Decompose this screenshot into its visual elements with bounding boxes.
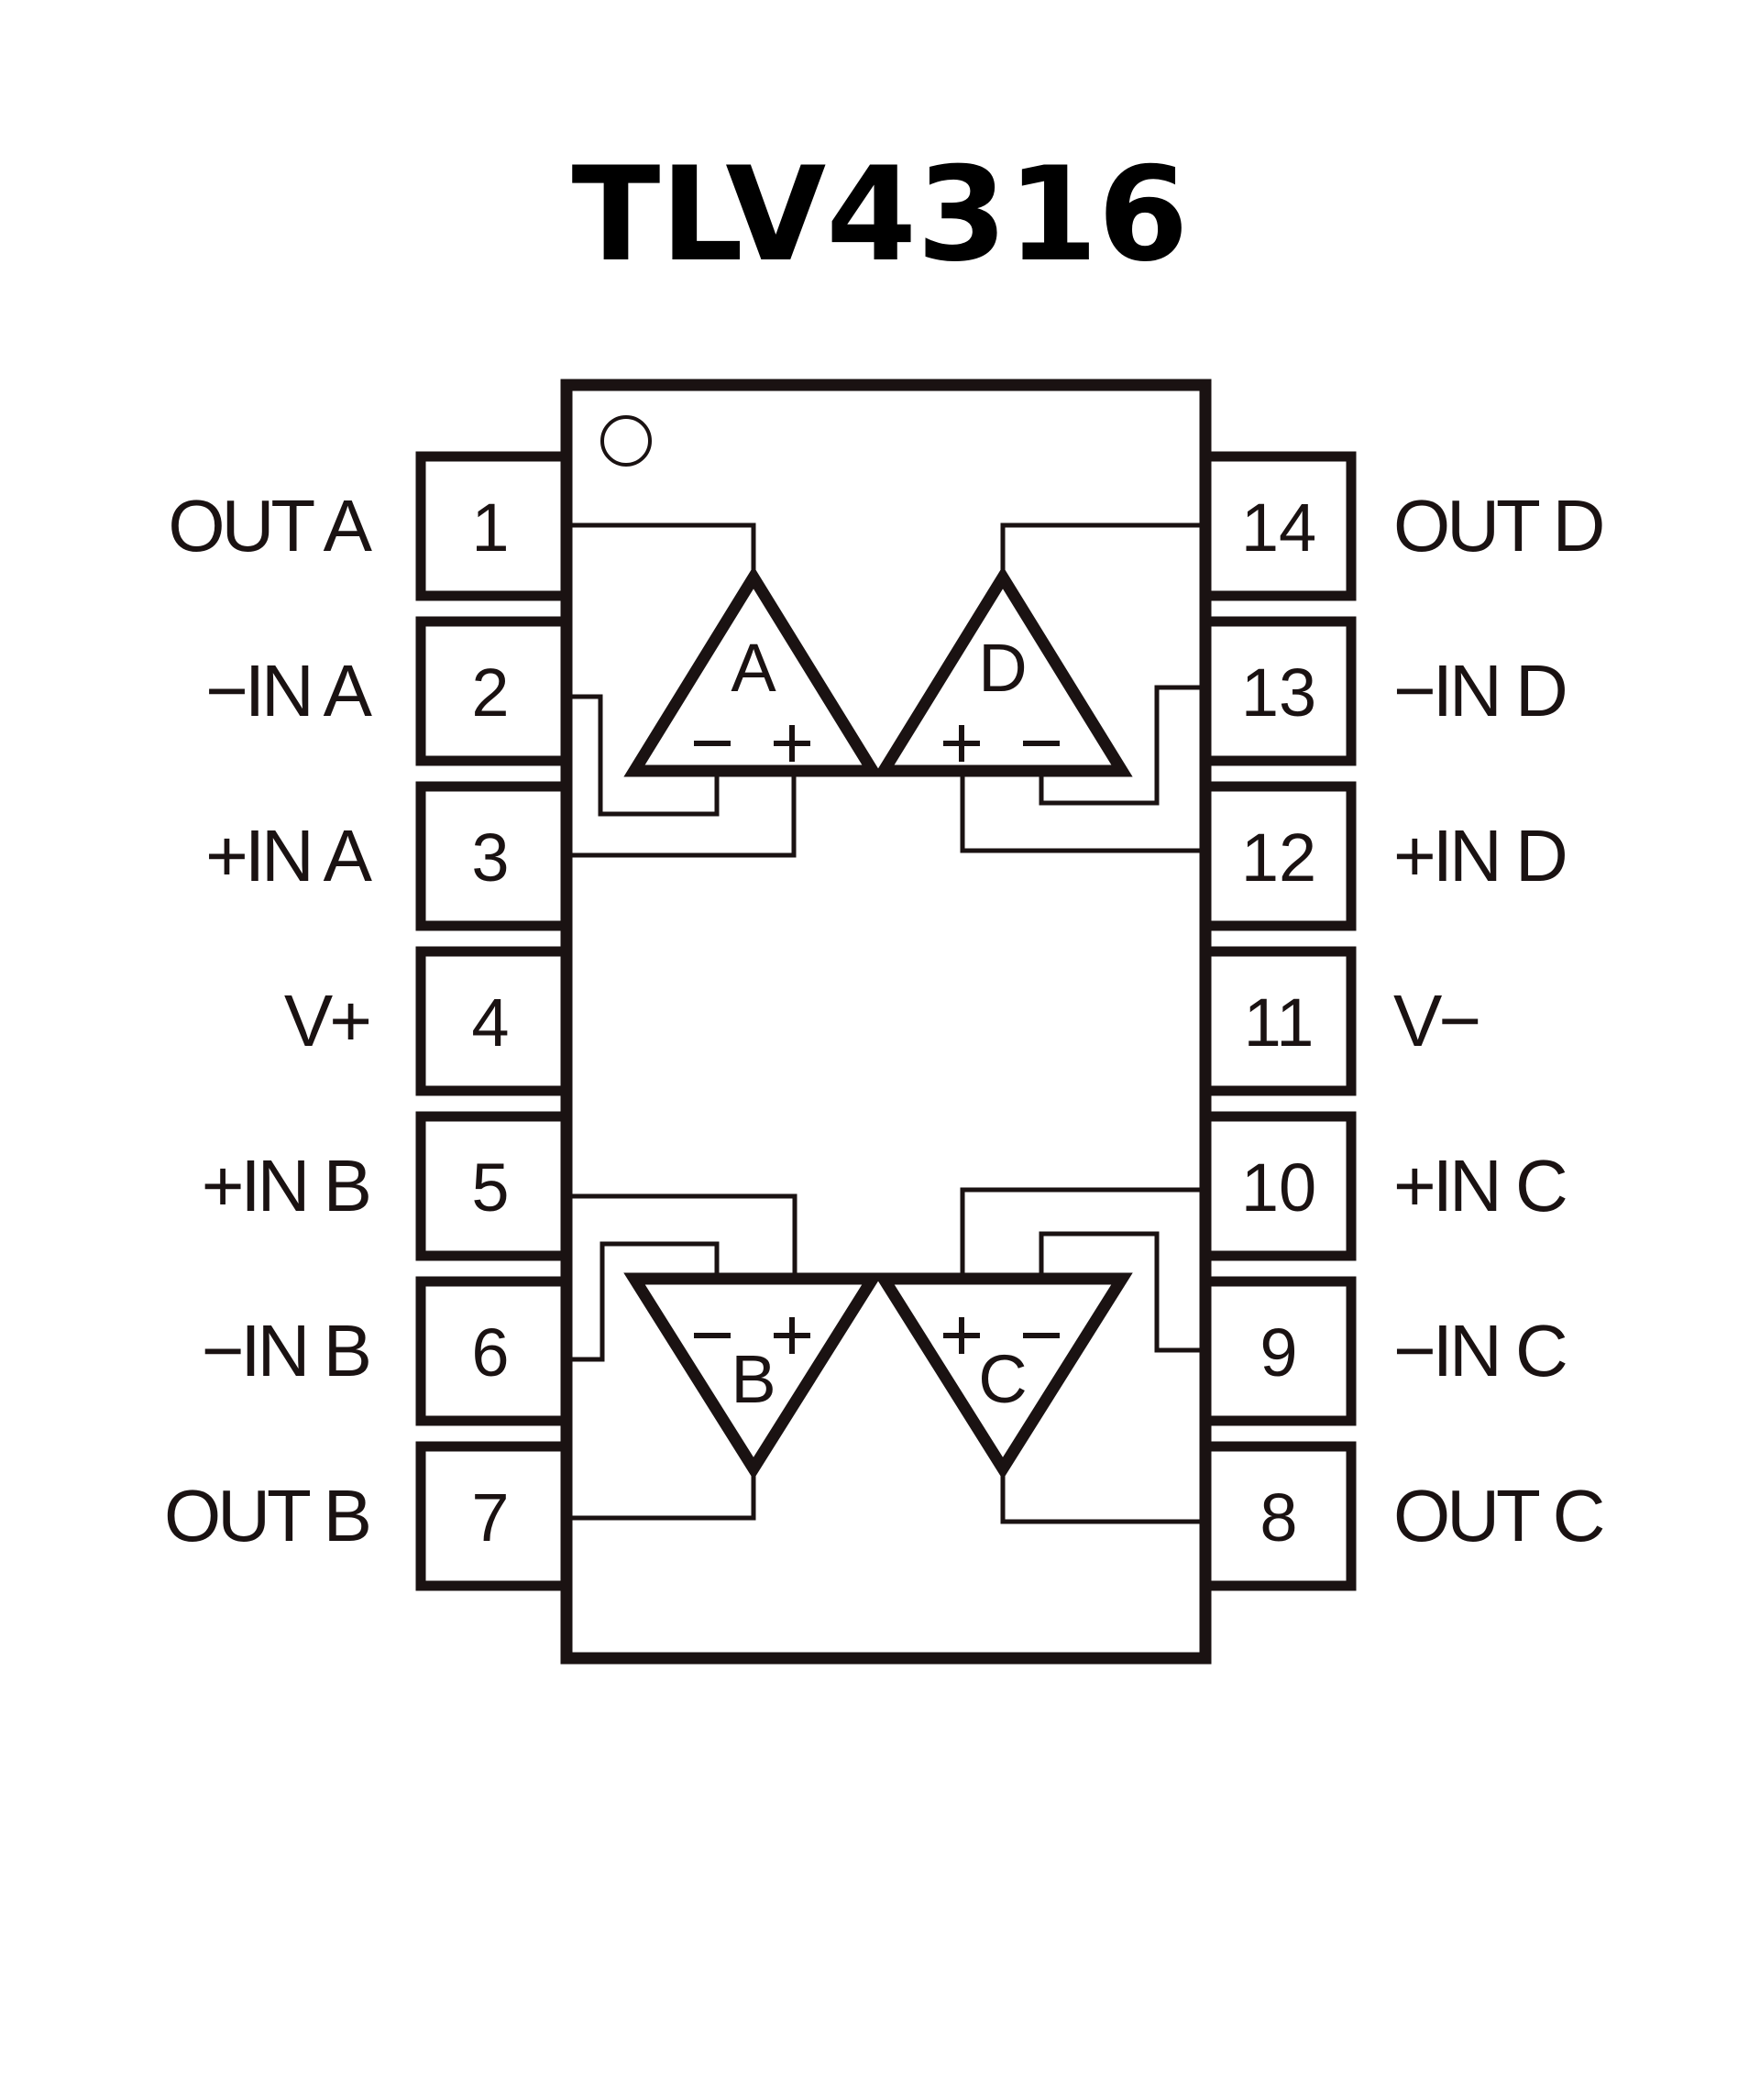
pin-7: 7 OUT B xyxy=(164,1441,581,1591)
pin-box xyxy=(1191,1441,1357,1591)
opamp-triangle-icon xyxy=(873,1272,1133,1480)
pin-number: 14 xyxy=(1241,489,1316,566)
pin-8: 8 OUT C xyxy=(1191,1441,1607,1591)
pin-4: 4 V+ xyxy=(284,946,581,1096)
right-input-plus-icon xyxy=(774,1317,810,1354)
pin-label: OUT A xyxy=(168,485,372,566)
opamp-triangle-icon xyxy=(873,566,1133,777)
pin-number: 9 xyxy=(1260,1314,1297,1391)
internal-wiring xyxy=(569,522,1203,1524)
pin-13: 13 −IN D xyxy=(1191,616,1568,766)
pin-number: 7 xyxy=(471,1479,509,1556)
pin-box xyxy=(1191,946,1357,1096)
pin-number: 12 xyxy=(1241,819,1316,896)
pin-label: −IN A xyxy=(205,650,373,731)
wire-in-d-plus xyxy=(960,768,1203,853)
wire-in-c-minus xyxy=(1039,1231,1203,1353)
pin-14: 14 OUT D xyxy=(1191,451,1606,601)
pin-2: 2 −IN A xyxy=(205,616,581,766)
opamp-b: B xyxy=(623,1272,884,1480)
pin-number: 11 xyxy=(1244,984,1314,1061)
chip-title: TLV4316 xyxy=(572,139,1189,291)
opamp-d: D xyxy=(873,566,1133,777)
pin-10: 10 +IN C xyxy=(1191,1111,1569,1261)
opamp-triangle-icon xyxy=(623,566,884,777)
wire-out-b xyxy=(569,1466,756,1521)
opamp-name: B xyxy=(731,1341,776,1417)
pin-box xyxy=(415,781,581,931)
left-pin-column: 1 OUT A 2 −IN A 3 +IN A 4 V+ 5 +IN B 6 −IN B 7 OUT B xyxy=(164,451,581,1591)
pin-label: +IN D xyxy=(1393,815,1565,896)
pin-label: OUT B xyxy=(164,1475,369,1556)
pin-label: V− xyxy=(1393,980,1478,1061)
pin-number: 1 xyxy=(471,489,509,566)
left-input-plus-icon xyxy=(943,725,980,762)
pin-box xyxy=(1191,1276,1357,1426)
wire-in-d-minus xyxy=(1039,685,1203,806)
pin-label: +IN B xyxy=(202,1145,369,1226)
pin-number: 13 xyxy=(1241,654,1316,731)
pin-box xyxy=(415,451,581,601)
opamp-group: A D B C xyxy=(623,566,1133,1480)
pin-number: 2 xyxy=(471,654,509,731)
pin-box xyxy=(415,616,581,766)
pin-number: 4 xyxy=(471,984,509,1061)
pin-label: −IN B xyxy=(202,1310,369,1391)
pin-11: 11 V− xyxy=(1191,946,1481,1096)
wire-in-c-plus xyxy=(960,1187,1203,1281)
pin-label: +IN A xyxy=(205,815,373,896)
pin1-marker-icon xyxy=(600,415,652,467)
pin-3: 3 +IN A xyxy=(205,781,581,931)
opamp-triangle-icon xyxy=(623,1272,884,1480)
pin-label: OUT C xyxy=(1393,1475,1603,1556)
wire-in-a-minus xyxy=(569,694,720,817)
wire-out-c xyxy=(1000,1466,1203,1524)
pin-label: V+ xyxy=(284,980,368,1061)
right-pin-column: 14 OUT D 13 −IN D 12 +IN D 11 V− 10 +IN C 9 −IN C 8 O… xyxy=(1191,451,1607,1591)
right-input-plus-icon xyxy=(774,725,810,762)
opamp-c: C xyxy=(873,1272,1133,1480)
pin-box xyxy=(1191,1111,1357,1261)
wire-in-a-plus xyxy=(569,768,797,858)
pin-12: 12 +IN D xyxy=(1191,781,1568,931)
wire-out-a xyxy=(569,522,756,580)
pin-label: +IN C xyxy=(1393,1145,1566,1226)
pin-number: 6 xyxy=(471,1314,509,1391)
opamp-name: A xyxy=(731,630,776,706)
pin-number: 3 xyxy=(471,819,509,896)
chip-body xyxy=(560,379,1212,1665)
pin-number: 5 xyxy=(471,1149,509,1226)
wire-out-d xyxy=(1000,522,1203,580)
pin-1: 1 OUT A xyxy=(168,451,581,601)
pin-label: −IN D xyxy=(1393,650,1565,731)
wire-in-b-plus xyxy=(569,1193,798,1281)
pin-number: 8 xyxy=(1260,1479,1297,1556)
wire-in-b-minus xyxy=(569,1241,720,1362)
opamp-name: D xyxy=(978,630,1027,706)
pin-label: OUT D xyxy=(1393,485,1602,566)
pin-box xyxy=(415,1111,581,1261)
opamp-a: A xyxy=(623,566,884,777)
pin-5: 5 +IN B xyxy=(202,1111,581,1261)
opamp-name: C xyxy=(978,1341,1027,1417)
left-input-plus-icon xyxy=(943,1317,980,1354)
pin-label: −IN C xyxy=(1393,1310,1566,1391)
pin-9: 9 −IN C xyxy=(1191,1276,1569,1426)
pin-number: 10 xyxy=(1241,1149,1316,1226)
pin-6: 6 −IN B xyxy=(202,1276,581,1426)
